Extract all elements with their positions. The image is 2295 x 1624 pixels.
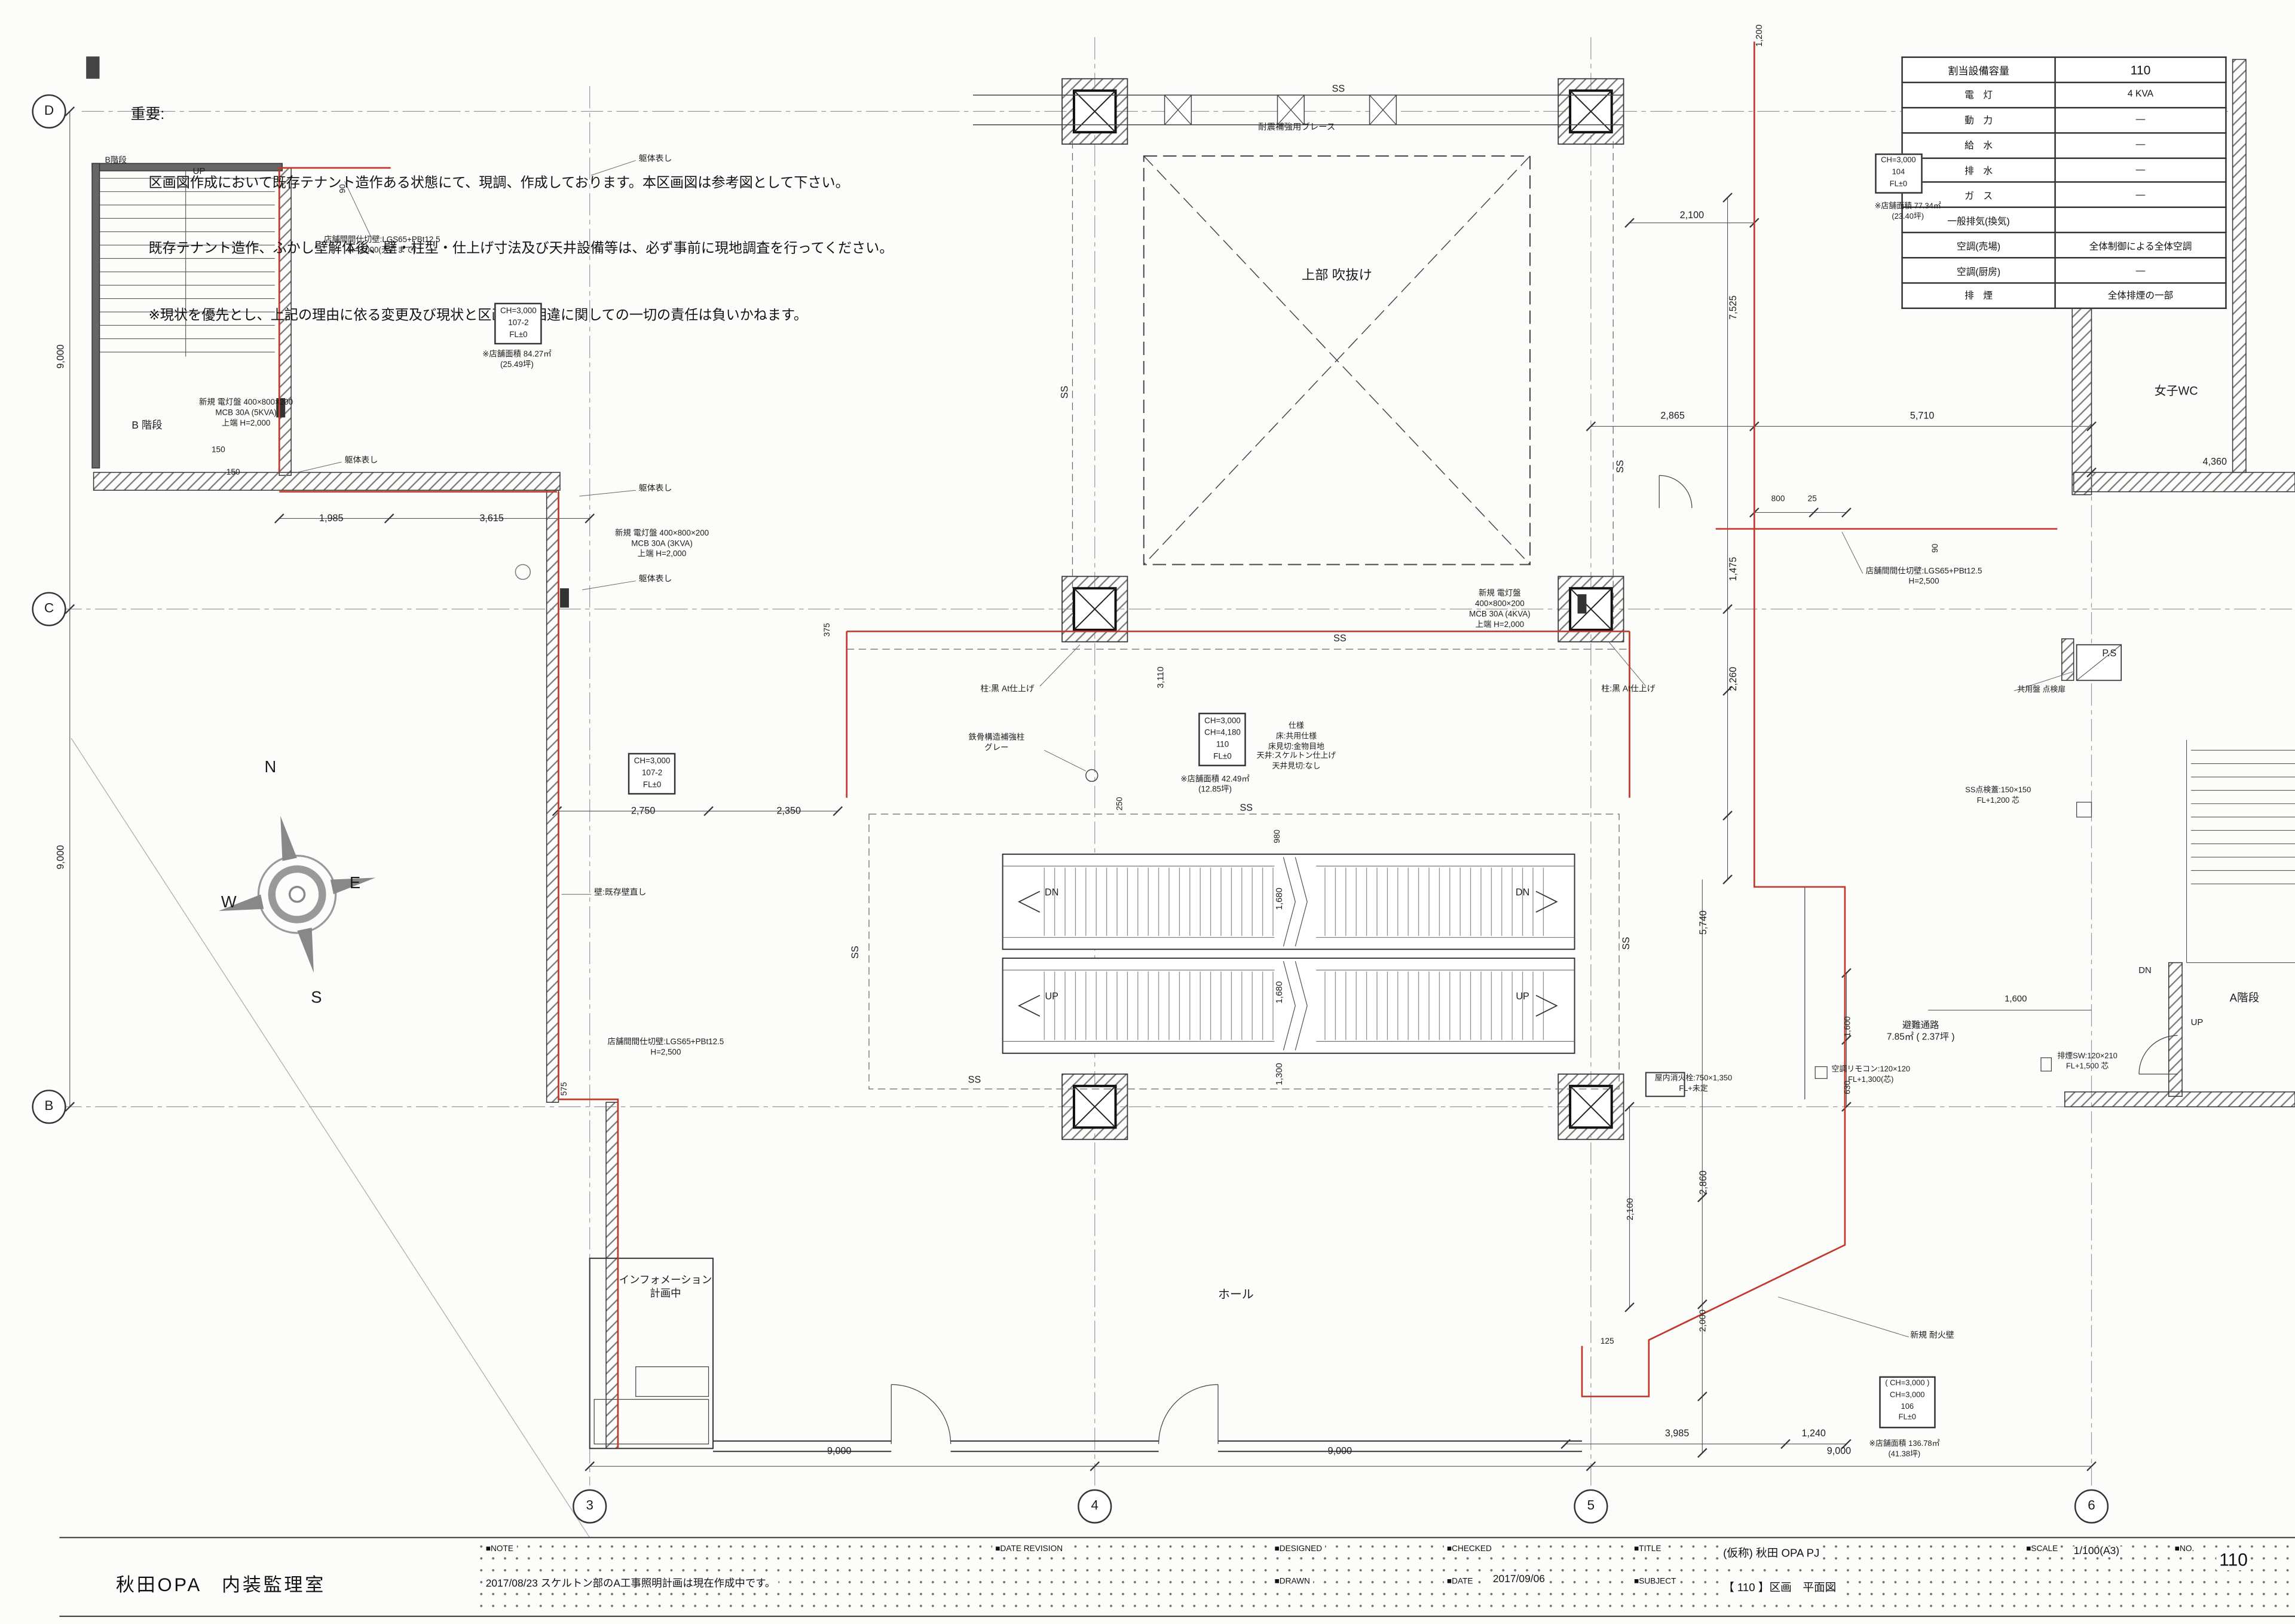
drawn-label: ■DRAWN [1271,1577,1313,1587]
equipment-cell: ― [2054,106,2227,133]
equipment-cell: 一般排気(換気) [1901,207,2056,234]
date-revision-label: ■DATE REVISION [992,1545,1066,1554]
equipment-cell: 排 水 [1901,157,2056,183]
equipment-cell [2054,207,2227,234]
equipment-cell: ― [2054,182,2227,209]
column [1061,78,1128,145]
compass-rose [218,815,376,973]
equipment-cell: 動 力 [1901,106,2056,133]
equipment-cell: ― [2054,257,2227,284]
equipment-cell: 空調(売場) [1901,232,2056,259]
atrium-void [1143,155,1531,565]
title-value: (仮称) 秋田 OPA PJ [1720,1545,1823,1562]
company-name: 秋田OPA 内装監理室 [115,1574,326,1596]
leader-lines [296,160,2074,1338]
escalators [1002,854,1575,1054]
equipment-cell: 空調(厨房) [1901,257,2056,284]
equipment-cell: ― [2054,131,2227,158]
equipment-cell: 給 水 [1901,131,2056,158]
sheet-frame [59,1537,2295,1617]
designed-label: ■DESIGNED [1271,1545,1326,1554]
ss-dashed-boundary [846,141,1630,1090]
equipment-table-unit-no: 110 [2054,56,2227,83]
column [1557,78,1624,145]
equipment-row: ガ ス― [1901,182,2227,209]
equipment-row: 排 煙全体排煙の一部 [1901,282,2227,309]
important-note-line: ※現状を優先とし、上記の理由に依る変更及び現状と区画図の相違に関しての一切の責任… [148,307,807,322]
scale-label: ■SCALE [2023,1545,2061,1554]
column [1061,1074,1128,1140]
equipment-row: 一般排気(換気) [1901,207,2227,234]
equipment-cell: ― [2054,157,2227,183]
important-note-title: 重要: [130,106,165,123]
equipment-table-title: 割当設備容量 [1901,56,2056,83]
important-note-line: 区画図作成において既存テナント造作ある状態にて、現調、作成しております。本区画図… [148,175,849,189]
no-value: 110 [2216,1549,2251,1571]
title-label: ■TITLE [1631,1545,1664,1554]
stairs-b [99,170,275,357]
equipment-row: 排 水― [1901,157,2227,183]
structural-columns [1061,78,1624,1140]
note-label: ■NOTE [482,1545,516,1554]
scale-value: 1/100(A3) [2070,1546,2123,1557]
equipment-cell: 4 KVA [2054,81,2227,108]
title-block-dot-grid [475,1540,2295,1614]
date-value: 2017/09/06 [1489,1574,1548,1585]
no-label: ■NO. [2171,1545,2198,1554]
note-text: 2017/08/23 スケルトン部のA工事照明計画は現在作成中です。 [482,1576,779,1591]
grid-bubbles [32,94,2109,1524]
equipment-cell: 全体制御による全体空調 [2054,232,2227,259]
subject-label: ■SUBJECT [1631,1577,1679,1587]
tenant-boundary-red [278,41,2058,1449]
equipment-cell: ガ ス [1901,182,2056,209]
equipment-cell: 排 煙 [1901,282,2056,309]
seismic-braces [972,94,1624,126]
equipment-cell: 電 灯 [1901,81,2056,108]
important-note: 重要: 区画図作成において既存テナント造作ある状態にて、現調、作成しております。… [131,59,893,370]
equipment-row: 空調(売場)全体制御による全体空調 [1901,232,2227,259]
equipment-row: 動 力― [1901,106,2227,133]
important-note-line: 既存テナント造作、ふかし壁解体後、壁・柱型・仕上げ寸法及び天井設備等は、必ず事前… [148,240,893,256]
misc-details [71,160,2178,1538]
checked-label: ■CHECKED [1443,1545,1495,1554]
subject-value: 【 110 】区画 平面図 [1720,1579,1840,1596]
grid-lines [59,37,2295,1486]
stairs-a [2186,739,2295,964]
column [1557,1074,1624,1140]
equipment-row: 空調(厨房)― [1901,257,2227,284]
equipment-cell: 全体排煙の一部 [2054,282,2227,309]
equipment-row: 給 水― [1901,131,2227,158]
date-label: ■DATE [1443,1577,1476,1587]
